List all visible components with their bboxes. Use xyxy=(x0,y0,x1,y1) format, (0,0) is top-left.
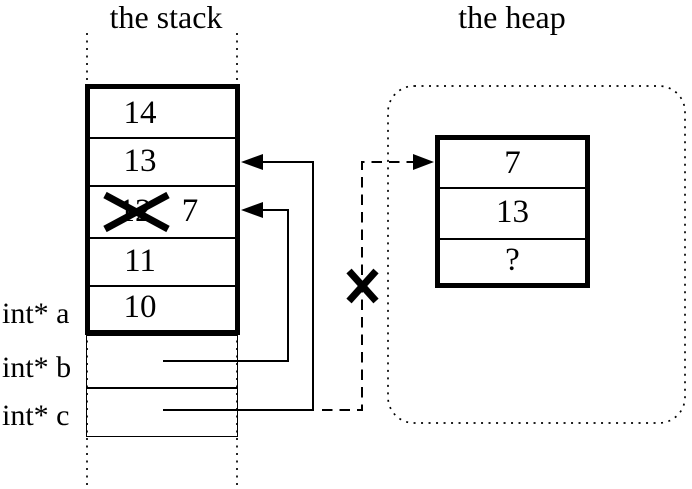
heap-cell-value-unknown: ? xyxy=(505,242,520,278)
dangling-pointer-arrowhead-icon xyxy=(413,154,434,170)
stack-cell-divider xyxy=(90,185,235,187)
stack-cell-value-12-crossed: 12 xyxy=(118,192,152,229)
pointer-label-b: int* b xyxy=(2,351,72,384)
heap-title: the heap xyxy=(458,0,566,35)
stack-cell-divider xyxy=(90,285,235,287)
pointer-b-arrowhead-icon xyxy=(241,202,263,218)
stack-cell-divider xyxy=(90,237,235,239)
pointer-row-divider xyxy=(87,387,237,389)
stack-title: the stack xyxy=(109,0,223,35)
pointer-c-arrowhead-icon xyxy=(241,154,263,170)
stack-cell-value-13: 13 xyxy=(123,142,157,179)
stack-cell-value-10: 10 xyxy=(123,289,157,325)
crossout-x-dangling-pointer-icon xyxy=(346,268,379,304)
heap-cell-value-13: 13 xyxy=(496,194,529,230)
stack-cell-value-14: 14 xyxy=(123,94,157,131)
pointer-label-a: int* a xyxy=(2,297,70,330)
heap-cell-value-7: 7 xyxy=(504,145,521,181)
pointer-label-c: int* c xyxy=(2,399,70,432)
stack-pointer-rows-box xyxy=(86,335,238,437)
dangling-pointer-dashed-line xyxy=(322,161,413,411)
stack-cell-divider xyxy=(90,137,235,139)
stack-cell-value-7-replacement: 7 xyxy=(181,192,199,229)
stack-cell-value-11: 11 xyxy=(124,242,156,279)
